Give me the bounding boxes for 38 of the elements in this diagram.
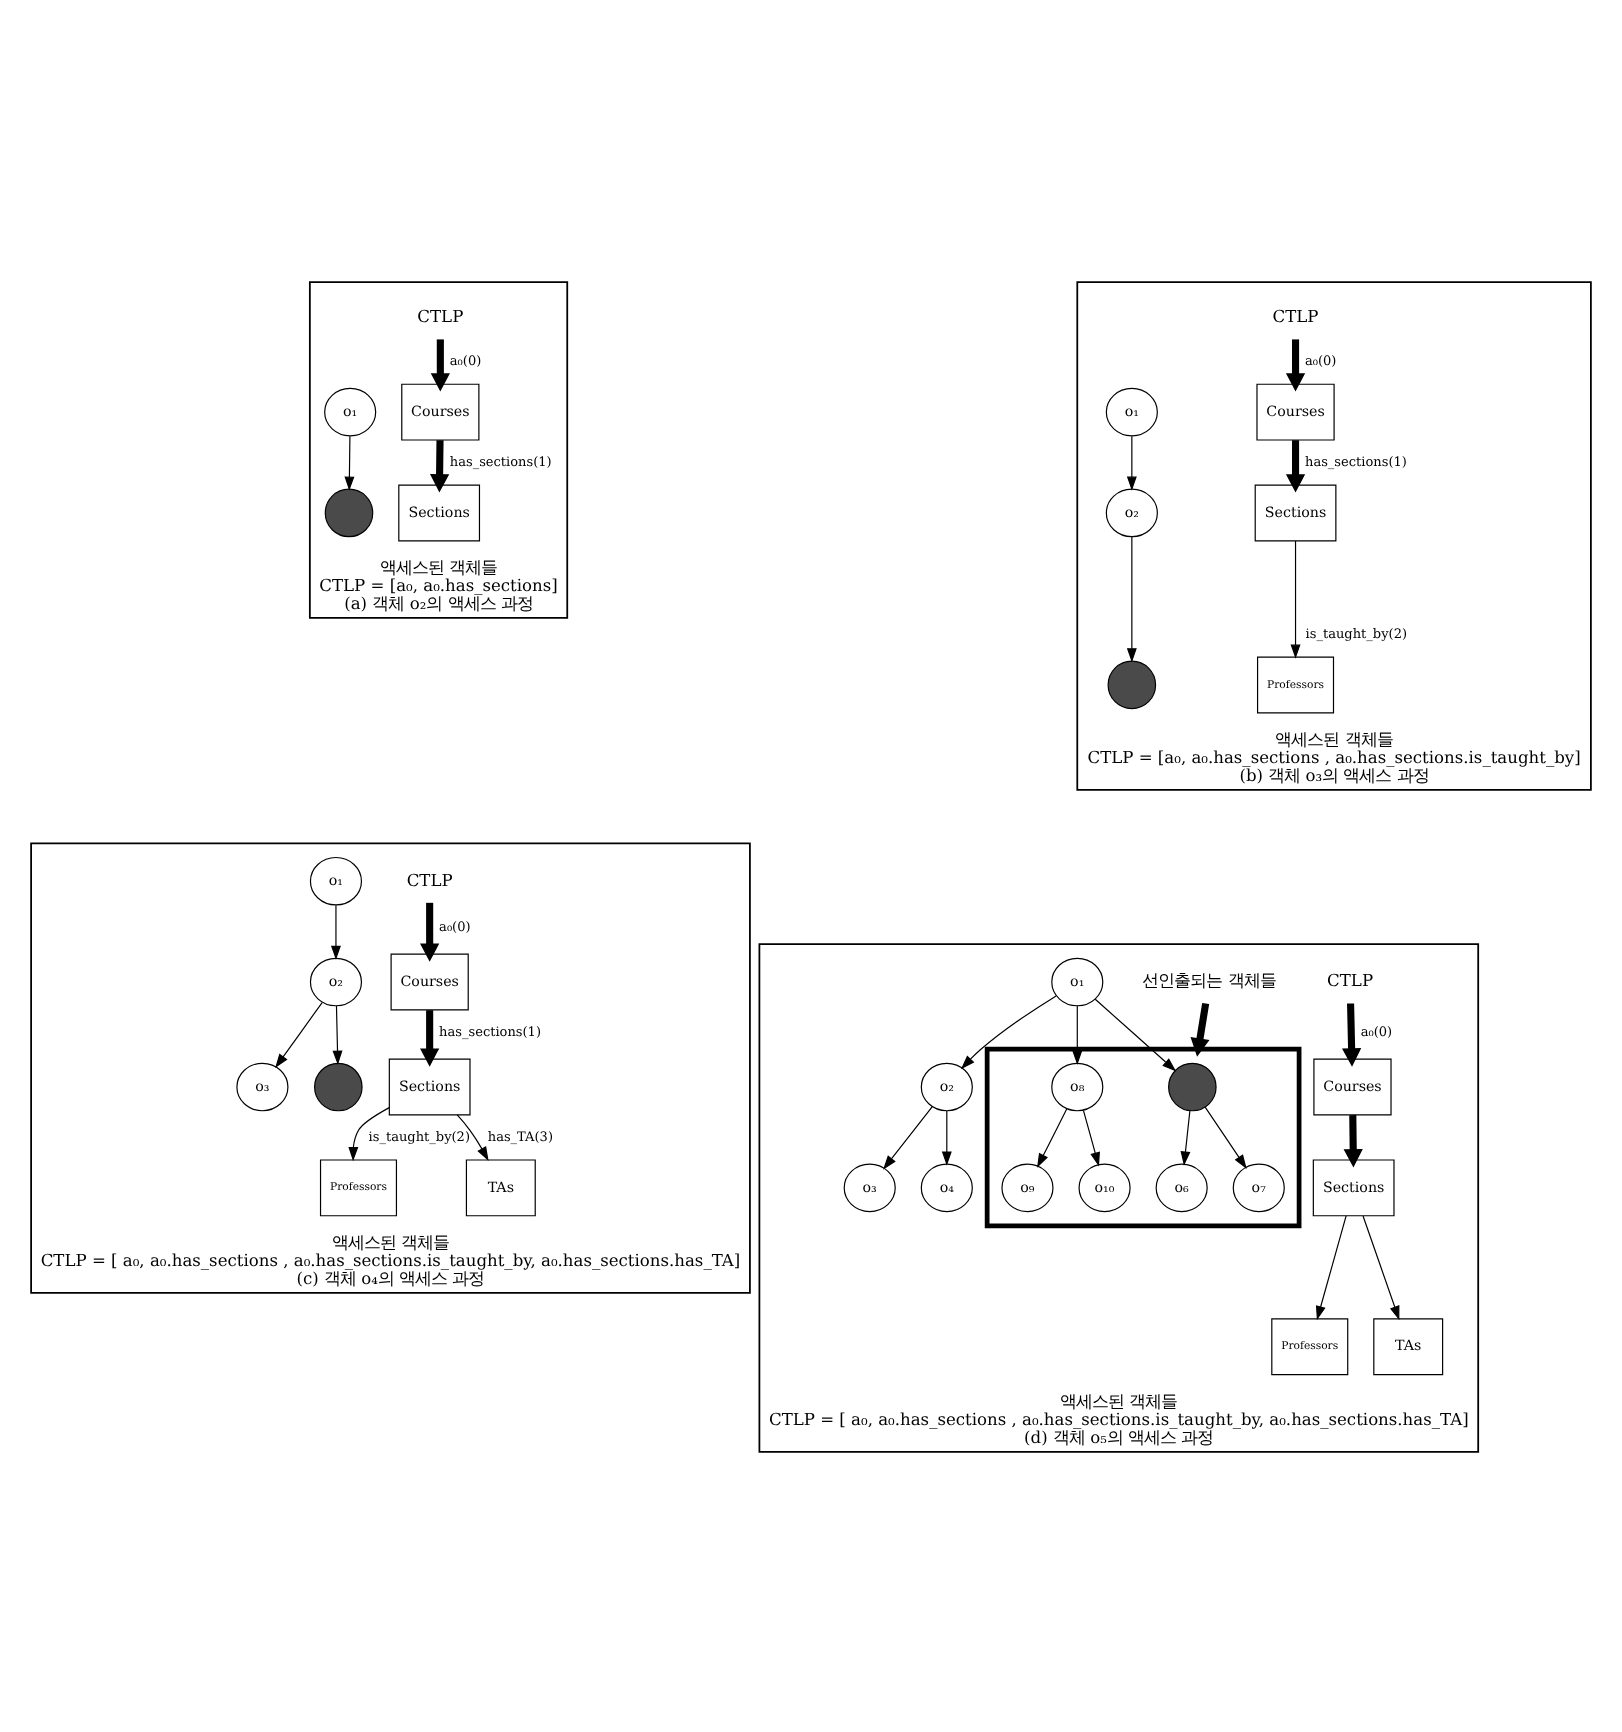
arrow (330, 903, 341, 959)
arrow (1190, 1001, 1210, 1056)
node-text: CTLP (1327, 969, 1374, 990)
arrow (1290, 539, 1301, 658)
arrow (1037, 1107, 1068, 1167)
arrow (1094, 997, 1177, 1071)
arrow (1285, 338, 1306, 391)
arrow (344, 434, 355, 490)
arrow (348, 1106, 390, 1161)
arrow (941, 1109, 952, 1165)
arrow (1072, 1004, 1083, 1064)
arrow (456, 1113, 489, 1160)
arrow (420, 1009, 440, 1066)
arrow (1180, 1109, 1191, 1165)
arrow (1082, 1108, 1100, 1166)
arrow (1362, 1214, 1400, 1320)
node-text: CTLP (417, 305, 464, 326)
arrow (1343, 1114, 1363, 1167)
arrow (420, 901, 440, 961)
arrow (1341, 1002, 1362, 1066)
arrow (1285, 439, 1306, 492)
arrow (1126, 535, 1137, 662)
arrow (430, 338, 450, 391)
arrow (332, 1004, 343, 1064)
arrow (429, 439, 450, 492)
arrow (1315, 1214, 1347, 1320)
arrow (1204, 1105, 1247, 1168)
arrow (960, 994, 1057, 1069)
node-text: 선인출되는 객체들 (1142, 969, 1276, 990)
arrow (1126, 434, 1137, 490)
arrow (883, 1105, 933, 1169)
node-text: CTLP (406, 868, 453, 889)
node-circle (324, 487, 374, 537)
arrow (275, 1000, 323, 1068)
node-text: CTLP (1272, 305, 1319, 326)
node-circle (1107, 659, 1157, 709)
node-circle (1168, 1061, 1217, 1111)
node-circle (314, 1061, 363, 1111)
